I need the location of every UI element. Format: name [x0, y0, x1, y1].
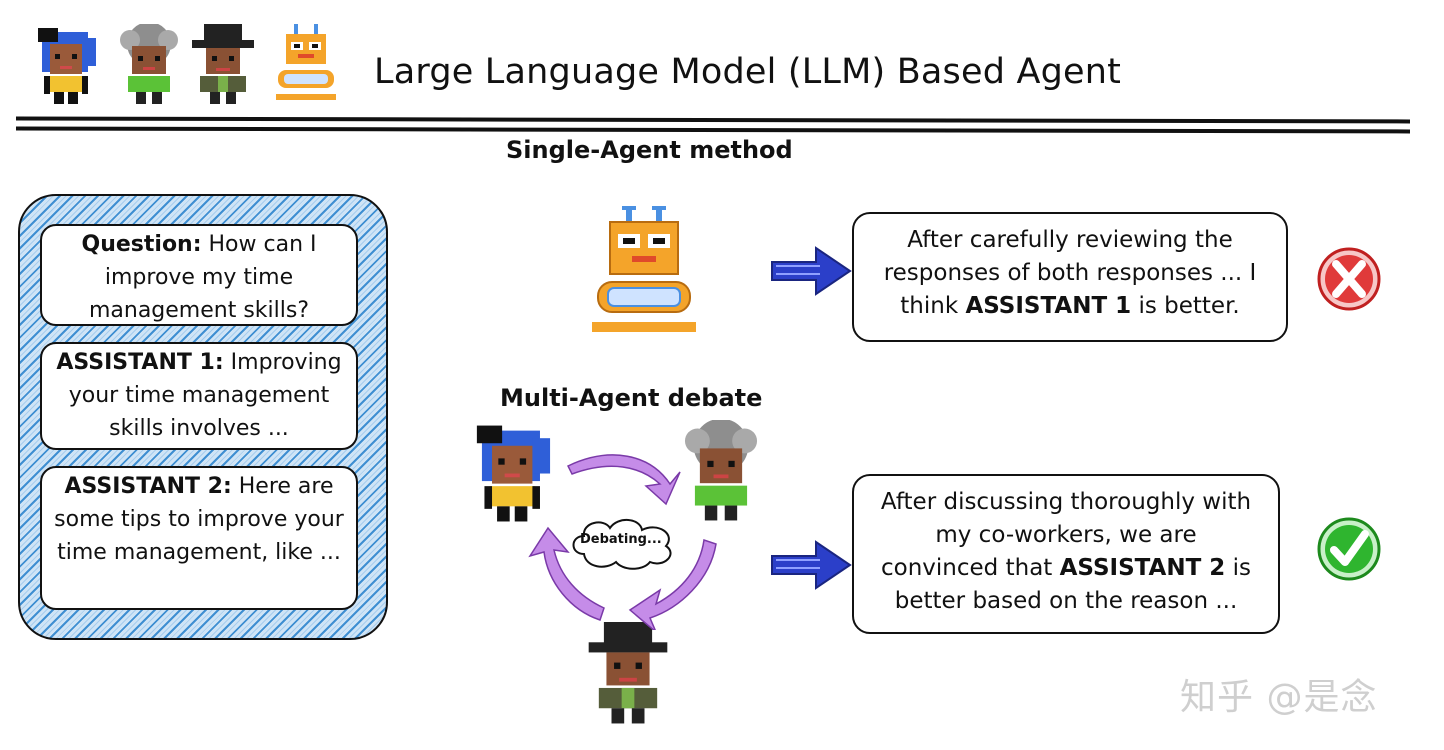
multi-response-line-3: convinced that ASSISTANT 2 is [862, 552, 1270, 585]
arrow-top-icon [566, 454, 681, 506]
girl-character-icon [38, 28, 96, 104]
single-agent-label: Single-Agent method [506, 136, 793, 164]
multi-response-line-2: my co-workers, we are [935, 522, 1197, 548]
multi-response-line-3a: convinced that [881, 555, 1060, 581]
grey-hair-character-icon [120, 24, 178, 104]
assistant1-label: ASSISTANT 1: [56, 350, 224, 375]
hat-character-icon [192, 24, 254, 104]
header-characters [36, 20, 346, 110]
single-response-line-3: think ASSISTANT 1 is better. [862, 290, 1278, 323]
single-agent-robot-icon [592, 206, 696, 332]
assistant1-box: ASSISTANT 1: Improving your time managem… [40, 342, 358, 450]
single-response-line-2: responses of both responses ... I [883, 260, 1257, 286]
multi-agent-arrow-icon [771, 540, 852, 590]
multi-response-line-4: better based on the reason ... [894, 588, 1238, 614]
page-title: Large Language Model (LLM) Based Agent [374, 52, 1122, 92]
multi-response-assistant: ASSISTANT 2 [1059, 555, 1226, 581]
correct-check-icon [1317, 517, 1381, 581]
debate-grey-hair-character-icon [684, 420, 758, 521]
wrong-x-icon [1317, 247, 1381, 311]
debate-hat-character-icon [588, 622, 668, 724]
single-agent-response-box: After carefully reviewing the responses … [852, 212, 1288, 342]
debate-girl-character-icon [476, 425, 551, 522]
assistant1-text: Improving your time management skills in… [68, 350, 342, 441]
arrow-right-icon [628, 539, 717, 630]
single-response-line-3a: think [900, 293, 966, 319]
robot-icon [276, 24, 336, 100]
single-response-line-3c: is better. [1131, 293, 1240, 319]
multi-response-line-1: After discussing thoroughly with [880, 489, 1252, 515]
debating-cloud-icon [572, 519, 672, 570]
debate-cycle-arrows [528, 454, 717, 630]
single-agent-arrow-icon [771, 246, 852, 296]
multi-response-line-3c: is [1225, 555, 1251, 581]
assistant2-text: Here are some tips to improve your time … [54, 474, 344, 565]
single-response-line-1: After carefully reviewing the [907, 227, 1233, 253]
question-label: Question: [81, 232, 202, 257]
assistant2-label: ASSISTANT 2: [64, 474, 232, 499]
single-response-assistant: ASSISTANT 1 [965, 293, 1132, 319]
arrow-left-icon [528, 526, 605, 621]
assistant2-box: ASSISTANT 2: Here are some tips to impro… [40, 466, 358, 610]
multi-agent-response-box: After discussing thoroughly with my co-w… [852, 474, 1280, 634]
title-divider-bottom [15, 126, 1411, 134]
multi-agent-label: Multi-Agent debate [500, 384, 763, 412]
debating-bubble-text: Debating... [580, 532, 662, 547]
question-text: How can I improve my time management ski… [88, 232, 317, 323]
question-box: Question: How can I improve my time mana… [40, 224, 358, 326]
title-divider-top [15, 116, 1411, 124]
watermark: 知乎 @是念 [1180, 677, 1378, 718]
